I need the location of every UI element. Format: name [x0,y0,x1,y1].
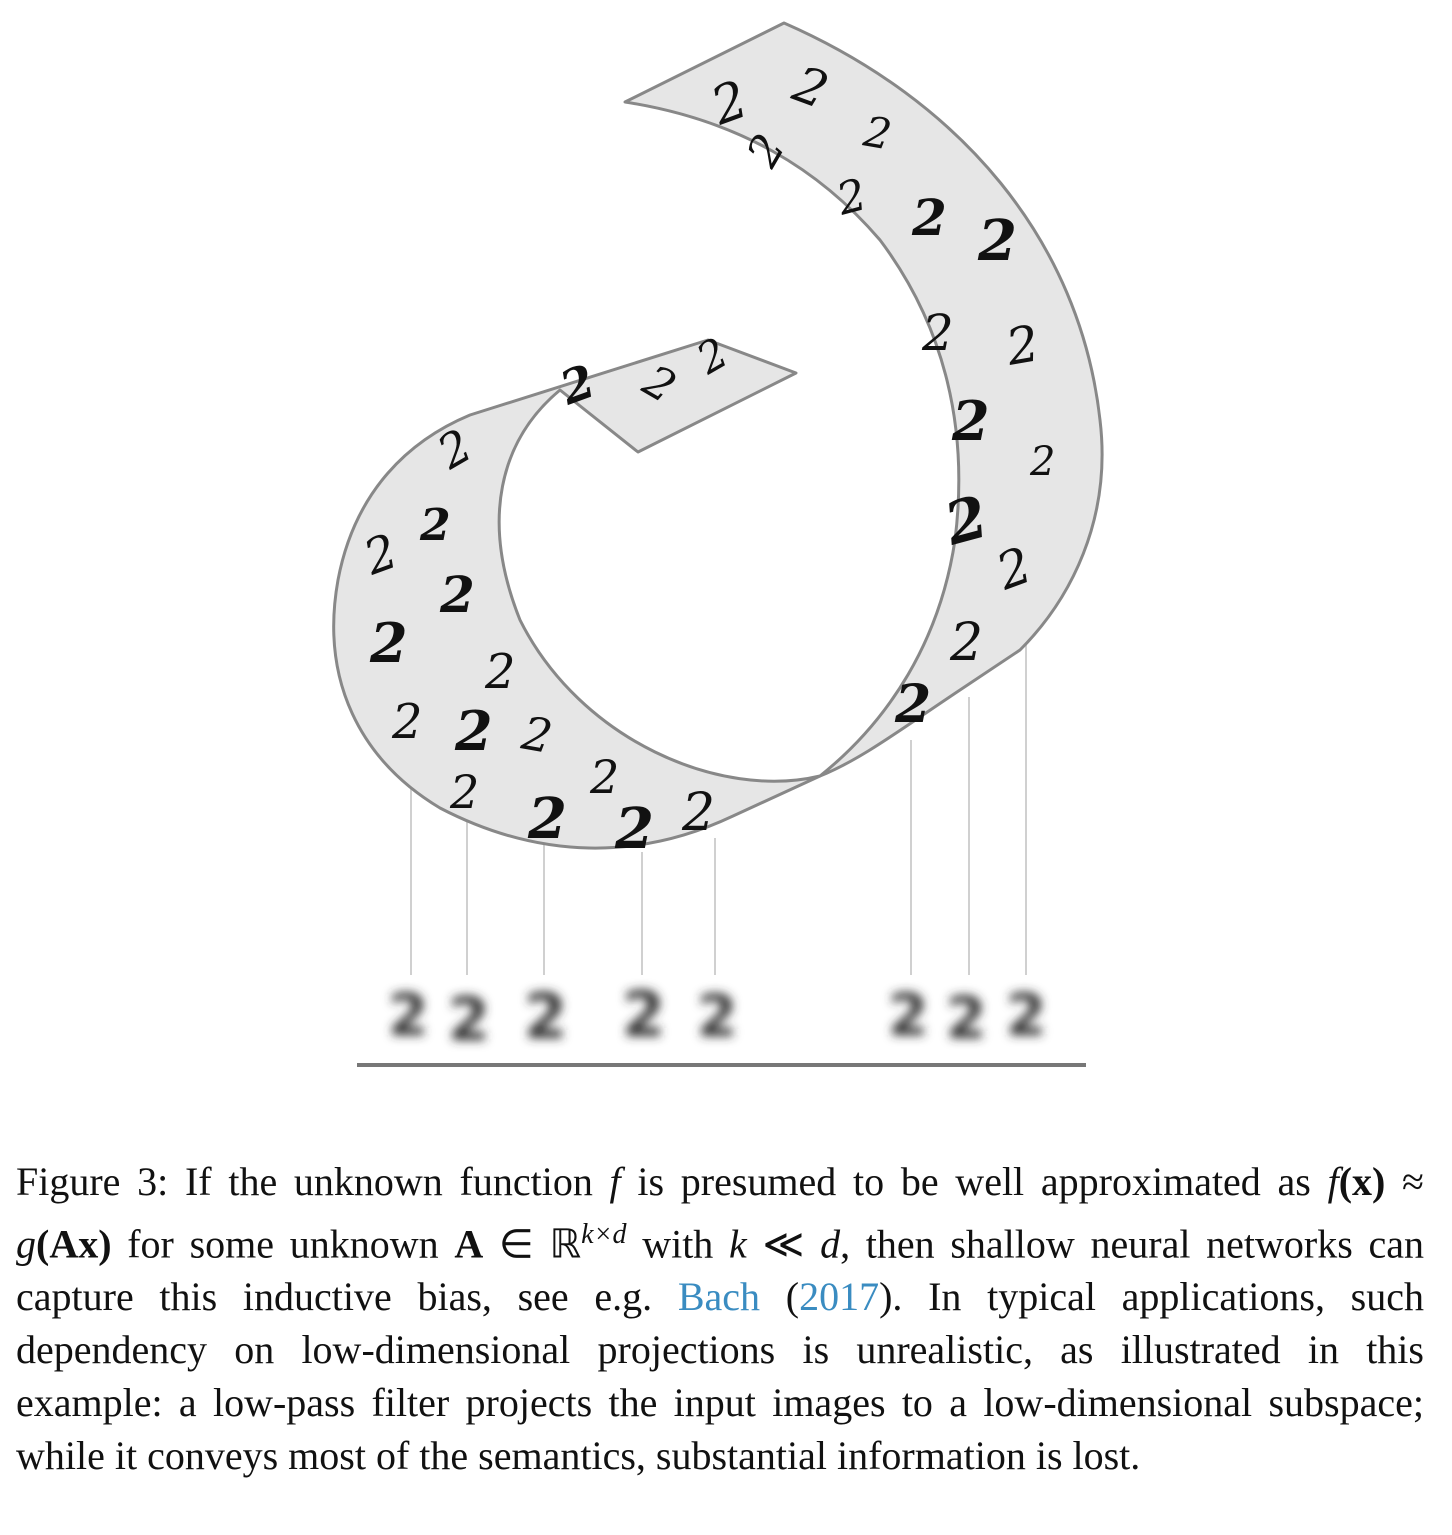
caption-label: Figure 3: [16,1159,169,1204]
blurred-digit: 2 [388,981,428,1049]
caption-text: for some unknown [111,1221,455,1267]
blurred-digit: 2 [622,978,665,1051]
mnist-digit: 2 [681,783,715,843]
math-exponent: k×d [581,1219,627,1250]
math-g: g [16,1221,36,1267]
mnist-digit: 2 [369,611,408,675]
ribbon-inner-segment [332,338,822,850]
math-ax: (Ax) [36,1221,112,1267]
blurred-digit: 2 [448,985,490,1055]
caption-text: . In typical applications, such dependen… [16,1274,1424,1479]
mnist-digit: 2 [454,699,493,763]
caption-text: with [626,1221,730,1267]
mnist-digit: 2 [911,188,947,247]
manifold-illustration: 2 2 2 2 2 2 2 2 2 2 2 2 2 2 2 2 2 2 2 2 … [332,21,1104,1067]
mnist-digit: 2 [419,500,451,551]
mnist-digit: 2 [614,796,654,862]
citation-paren: ( [760,1274,800,1320]
math-ll: ≪ [746,1221,821,1267]
mnist-digit: 2 [391,694,423,750]
ribbon-digits: 2 2 2 2 2 2 2 2 2 2 2 2 2 2 2 2 2 2 2 2 … [356,54,1055,862]
mnist-digit: 2 [951,389,990,453]
math-x: (x) [1338,1159,1386,1204]
projected-digits: 2 2 2 2 2 2 2 2 [388,978,1046,1055]
mnist-digit: 2 [589,750,619,804]
caption-text: is presumed to be well approximated as [620,1159,1328,1204]
mnist-digit: 2 [439,565,475,624]
math-k: k [729,1221,747,1267]
math-in-r: ∈ ℝ [483,1221,582,1267]
ribbon-manifold [332,21,1104,850]
mnist-digit: 2 [449,765,479,819]
caption-text: If the unknown function [168,1159,610,1204]
blurred-digit: 2 [946,984,986,1052]
mnist-digit: 2 [949,613,983,673]
ribbon-outer-segment [623,21,1104,778]
blurred-digit: 2 [888,981,928,1049]
figure: 2 2 2 2 2 2 2 2 2 2 2 2 2 2 2 2 2 2 2 2 … [332,21,1104,1067]
citation-paren: ) [879,1274,893,1320]
blurred-digit: 2 [697,982,737,1050]
math-f: f [609,1159,621,1204]
projection-lines [410,632,1027,975]
math-a: A [454,1221,484,1267]
mnist-digit: 2 [894,674,931,735]
citation-year-link[interactable]: 2017 [799,1274,880,1320]
mnist-digit: 2 [552,354,601,416]
caption-text: , then shallow neural networks can captu… [16,1221,1425,1320]
mnist-digit: 2 [484,644,516,700]
math-approx: ≈ [1385,1159,1424,1204]
mnist-digit: 2 [977,208,1017,274]
mnist-digit: 2 [1029,439,1055,485]
citation-author-link[interactable]: Bach [677,1274,761,1320]
figure-caption: Figure 3: If the unknown function f is p… [16,1155,1424,1482]
blurred-digit: 2 [524,980,567,1053]
math-d: d [820,1221,841,1267]
blurred-digit: 2 [1006,981,1046,1049]
mnist-digit: 2 [921,304,954,362]
math-f: f [1327,1159,1339,1204]
mnist-digit: 2 [527,786,567,852]
